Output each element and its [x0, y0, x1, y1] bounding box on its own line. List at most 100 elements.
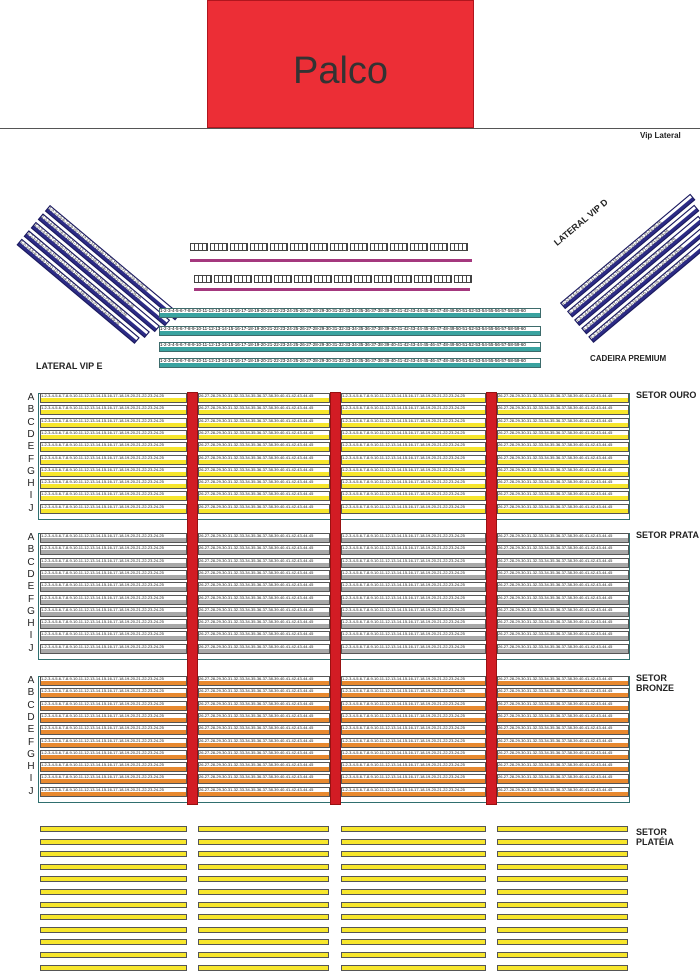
- seat-numbers: 26-27-28-29-30-31-32-33-34-35-36-37-38-3…: [199, 726, 329, 731]
- box-seat-group: [190, 243, 208, 251]
- box-seat: [387, 276, 391, 282]
- box-seat: [375, 276, 379, 282]
- seat-numbers: 1-2-3-4-5-6-7-8-9-10-11-12-13-14-15-16-1…: [41, 644, 186, 649]
- box-seat-group: [294, 275, 312, 283]
- box-seat-group: [314, 275, 332, 283]
- box-seat-group: [374, 275, 392, 283]
- seat-segment: 1-2-3-4-5-6-7-8-9-10-11-12-13-14-15-16-1…: [40, 491, 187, 502]
- seat-segment: 26-27-28-29-30-31-32-33-34-35-36-37-38-3…: [497, 557, 629, 568]
- premium-row: 1-2-3-4-5-6-7-8-9-10-11-12-13-14-15-16-1…: [159, 308, 541, 318]
- row-letter: E: [27, 581, 35, 593]
- box-seat: [295, 244, 299, 250]
- premium-row-bar: [160, 331, 540, 335]
- box-seat: [339, 244, 343, 250]
- seat-segment: 1-2-3-4-5-6-7-8-9-10-11-12-13-14-15-16-1…: [341, 676, 486, 686]
- seat-numbers: 1-2-3-4-5-6-7-8-9-10-11-12-13-14-15-16-1…: [41, 738, 186, 743]
- seat-numbers: 1-2-3-4-5-6-7-8-9-10-11-12-13-14-15-16-1…: [41, 583, 186, 588]
- box-seat: [367, 276, 371, 282]
- row-letter: B: [27, 544, 35, 556]
- seat-segment: 26-27-28-29-30-31-32-33-34-35-36-37-38-3…: [198, 606, 330, 617]
- row-letter: H: [27, 761, 35, 773]
- seat-numbers: 1-2-3-4-5-6-7-8-9-10-11-12-13-14-15-16-1…: [342, 406, 485, 411]
- seat-segment: 26-27-28-29-30-31-32-33-34-35-36-37-38-3…: [198, 700, 330, 711]
- seat-segment: 1-2-3-4-5-6-7-8-9-10-11-12-13-14-15-16-1…: [341, 417, 486, 428]
- seat-segment: 26-27-28-29-30-31-32-33-34-35-36-37-38-3…: [198, 737, 330, 748]
- box-seat-group: [270, 243, 288, 251]
- seat-numbers: 26-27-28-29-30-31-32-33-34-35-36-37-38-3…: [199, 430, 329, 435]
- seat-numbers: 26-27-28-29-30-31-32-33-34-35-36-37-38-3…: [199, 546, 329, 551]
- seat-segment: 26-27-28-29-30-31-32-33-34-35-36-37-38-3…: [198, 725, 330, 736]
- seat-numbers: 26-27-28-29-30-31-32-33-34-35-36-37-38-3…: [498, 775, 628, 780]
- seat-segment: 1-2-3-4-5-6-7-8-9-10-11-12-13-14-15-16-1…: [40, 762, 187, 773]
- seat-numbers: 26-27-28-29-30-31-32-33-34-35-36-37-38-3…: [199, 620, 329, 625]
- plateia-row: [198, 939, 329, 946]
- row-letter: A: [27, 532, 35, 543]
- seat-numbers: 1-2-3-4-5-6-7-8-9-10-11-12-13-14-15-16-1…: [41, 570, 186, 575]
- plateia-row: [497, 826, 628, 832]
- box-seat: [287, 276, 291, 282]
- box-seat: [415, 276, 419, 282]
- plateia-row: [341, 826, 486, 832]
- seat-numbers: 26-27-28-29-30-31-32-33-34-35-36-37-38-3…: [498, 738, 628, 743]
- box-seat: [303, 276, 307, 282]
- seat-numbers: 26-27-28-29-30-31-32-33-34-35-36-37-38-3…: [498, 607, 628, 612]
- seat-segment: 1-2-3-4-5-6-7-8-9-10-11-12-13-14-15-16-1…: [341, 725, 486, 736]
- seat-numbers: 26-27-28-29-30-31-32-33-34-35-36-37-38-3…: [199, 534, 329, 538]
- plateia-row: [341, 889, 486, 895]
- seat-segment: 26-27-28-29-30-31-32-33-34-35-36-37-38-3…: [198, 643, 330, 654]
- seat-numbers: 1-2-3-4-5-6-7-8-9-10-11-12-13-14-15-16-1…: [41, 558, 186, 563]
- setor-plateia-label: SETOR PLATÉIA: [636, 827, 674, 847]
- box-seat: [463, 244, 467, 250]
- box-seat-group: [230, 243, 248, 251]
- box-seat: [435, 244, 439, 250]
- seat-numbers: 26-27-28-29-30-31-32-33-34-35-36-37-38-3…: [199, 394, 329, 398]
- box-seat: [395, 276, 399, 282]
- box-seat: [291, 244, 295, 250]
- box-seat: [343, 276, 347, 282]
- seat-segment: 26-27-28-29-30-31-32-33-34-35-36-37-38-3…: [198, 631, 330, 642]
- seat-numbers: 1-2-3-4-5-6-7-8-9-10-11-12-13-14-15-16-1…: [342, 443, 485, 448]
- seat-numbers: 1-2-3-4-5-6-7-8-9-10-11-12-13-14-15-16-1…: [342, 467, 485, 472]
- box-seat: [435, 276, 439, 282]
- seat-numbers: 1-2-3-4-5-6-7-8-9-10-11-12-13-14-15-16-1…: [41, 430, 186, 435]
- plateia-row: [497, 851, 628, 858]
- seat-numbers: 1-2-3-4-5-6-7-8-9-10-11-12-13-14-15-16-1…: [342, 558, 485, 563]
- seat-segment: 26-27-28-29-30-31-32-33-34-35-36-37-38-3…: [198, 503, 330, 514]
- seat-segment: 1-2-3-4-5-6-7-8-9-10-11-12-13-14-15-16-1…: [40, 643, 187, 654]
- box-seat: [363, 276, 367, 282]
- box-seat: [283, 244, 287, 250]
- row-letter: J: [28, 502, 34, 514]
- plateia-row: [198, 889, 329, 895]
- box-seat-group: [334, 275, 352, 283]
- seat-numbers: 1-2-3-4-5-6-7-8-9-10-11-12-13-14-15-16-1…: [342, 775, 485, 780]
- plateia-row: [198, 876, 329, 883]
- seat-segment: 26-27-28-29-30-31-32-33-34-35-36-37-38-3…: [198, 491, 330, 502]
- seat-numbers: 26-27-28-29-30-31-32-33-34-35-36-37-38-3…: [199, 763, 329, 768]
- box-seat: [295, 276, 299, 282]
- seat-segment: 26-27-28-29-30-31-32-33-34-35-36-37-38-3…: [497, 749, 629, 760]
- seat-numbers: 26-27-28-29-30-31-32-33-34-35-36-37-38-3…: [498, 583, 628, 588]
- row-letter: F: [27, 453, 35, 465]
- box-seat: [347, 276, 351, 282]
- seat-segment: 26-27-28-29-30-31-32-33-34-35-36-37-38-3…: [497, 688, 629, 699]
- seat-numbers: 1-2-3-4-5-6-7-8-9-10-11-12-13-14-15-16-1…: [342, 787, 485, 792]
- seat-numbers: 26-27-28-29-30-31-32-33-34-35-36-37-38-3…: [498, 595, 628, 600]
- seat-numbers: 26-27-28-29-30-31-32-33-34-35-36-37-38-3…: [498, 787, 628, 792]
- seat-numbers: 26-27-28-29-30-31-32-33-34-35-36-37-38-3…: [199, 677, 329, 681]
- seat-numbers: 1-2-3-4-5-6-7-8-9-10-11-12-13-14-15-16-1…: [342, 570, 485, 575]
- box-seat-group: [194, 275, 212, 283]
- seat-segment: 1-2-3-4-5-6-7-8-9-10-11-12-13-14-15-16-1…: [341, 643, 486, 654]
- seat-numbers: 26-27-28-29-30-31-32-33-34-35-36-37-38-3…: [199, 455, 329, 460]
- box-seat: [219, 276, 223, 282]
- box-seat-group: [290, 243, 308, 251]
- row-letter: C: [27, 699, 35, 711]
- box-seat: [199, 276, 203, 282]
- seat-numbers: 1-2-3-4-5-6-7-8-9-10-11-12-13-14-15-16-1…: [41, 546, 186, 551]
- box-seat: [335, 244, 339, 250]
- box-seat: [363, 244, 367, 250]
- row-letter: A: [27, 392, 35, 403]
- box-seat: [391, 244, 395, 250]
- plateia-row: [341, 901, 486, 908]
- box-seat: [323, 276, 327, 282]
- box-seat: [399, 276, 403, 282]
